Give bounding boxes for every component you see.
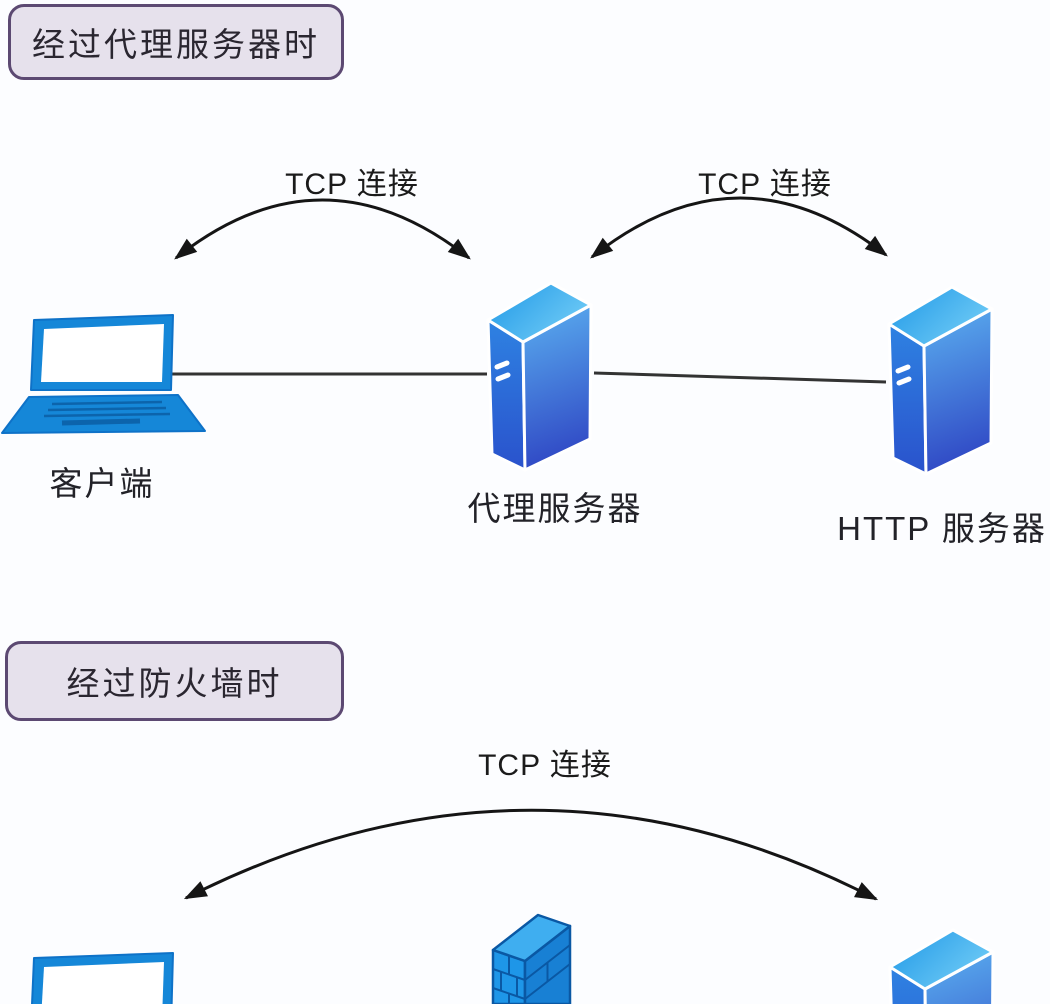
tcp-arrow-client-proxy	[174, 198, 471, 260]
origin-server-icon	[885, 927, 997, 1004]
tcp-connection-label-3: TCP 连接	[478, 749, 612, 782]
proxy-server-label: 代理服务器	[467, 490, 643, 527]
firewall-brick-wall-icon	[491, 913, 572, 1004]
client-label: 客户端	[49, 465, 155, 502]
proxy-server-icon	[483, 280, 595, 472]
section-title-proxy: 经过代理服务器时	[8, 4, 344, 80]
client-laptop-icon	[0, 314, 210, 436]
section-title-firewall: 经过防火墙时	[5, 641, 344, 721]
tcp-arrow-through-firewall	[183, 808, 879, 901]
http-server-icon	[884, 284, 996, 476]
link-proxy-http	[593, 371, 887, 384]
tcp-connection-label-2: TCP 连接	[698, 168, 832, 201]
client-laptop-icon-2	[0, 952, 210, 1004]
http-server-label: HTTP 服务器	[837, 510, 1047, 547]
tcp-arrow-proxy-http	[590, 196, 888, 259]
tcp-connection-label-1: TCP 连接	[285, 168, 419, 201]
